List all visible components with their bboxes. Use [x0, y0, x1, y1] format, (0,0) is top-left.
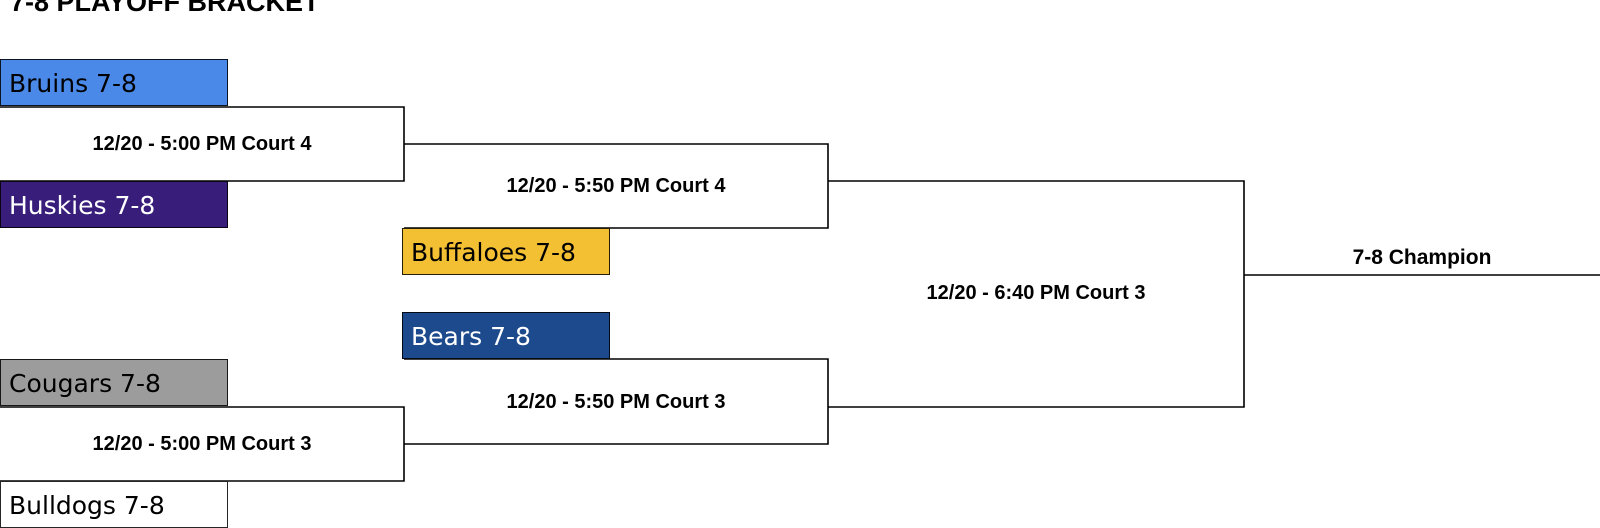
team-bruins: Bruins 7-8 [0, 59, 228, 106]
team-cougars: Cougars 7-8 [0, 359, 228, 406]
team-label: Bruins 7-8 [9, 69, 137, 98]
r2-game1-bracket [404, 143, 829, 229]
game-r2-court3: 12/20 - 5:50 PM Court 3 [506, 391, 726, 413]
team-label: Bears 7-8 [411, 322, 531, 351]
team-huskies: Huskies 7-8 [0, 181, 228, 228]
game-r1-court4: 12/20 - 5:00 PM Court 4 [92, 133, 312, 155]
team-label: Huskies 7-8 [9, 191, 156, 220]
r2-game2-bracket [404, 358, 829, 445]
team-label: Bulldogs 7-8 [9, 491, 165, 520]
game-r2-court4: 12/20 - 5:50 PM Court 4 [506, 175, 726, 197]
team-label: Cougars 7-8 [9, 369, 161, 398]
final-bracket [828, 180, 1245, 408]
champion-label: 7-8 Champion [1352, 246, 1492, 269]
team-buffaloes: Buffaloes 7-8 [402, 228, 610, 275]
team-bears: Bears 7-8 [402, 312, 610, 359]
bracket-title: 7-8 PLAYOFF BRACKET [10, 0, 320, 17]
game-r1-court3: 12/20 - 5:00 PM Court 3 [92, 433, 312, 455]
team-label: Buffaloes 7-8 [411, 238, 576, 267]
game-final: 12/20 - 6:40 PM Court 3 [926, 282, 1146, 304]
